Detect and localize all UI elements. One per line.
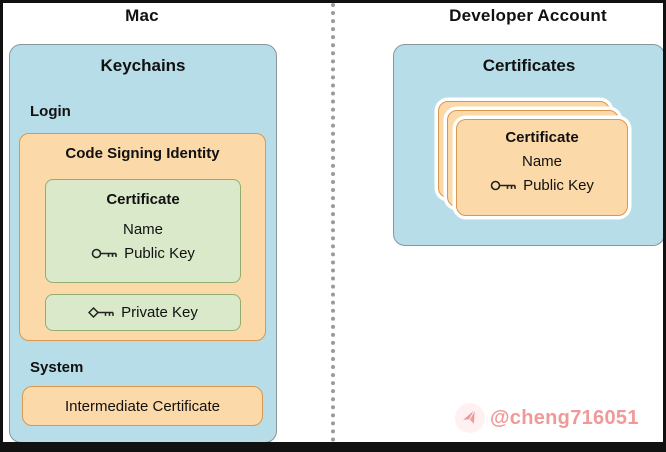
public-key-label: Public Key	[124, 245, 195, 262]
dotted-divider	[331, 3, 335, 442]
certificate-card-front: Certificate Name Public Key	[456, 119, 628, 216]
certificate-title: Certificate	[106, 191, 180, 208]
system-keychain-label: System	[30, 359, 84, 376]
certificates-panel: Certificates Certificate Name Public Key	[393, 44, 663, 246]
code-signing-identity-title: Code Signing Identity	[65, 145, 220, 162]
developer-account-column-title: Developer Account	[449, 6, 607, 25]
mac-column-title: Mac	[125, 6, 159, 25]
certificates-title: Certificates	[482, 56, 576, 75]
private-key-box: Private Key	[45, 294, 241, 331]
public-key-icon	[91, 247, 118, 260]
local-certificate-box: Certificate Name Public Key	[45, 179, 241, 283]
public-key-row: Public Key	[46, 245, 240, 262]
keychains-panel: Keychains Login Code Signing Identity Ce…	[9, 44, 277, 442]
remote-certificate-name: Name	[521, 153, 562, 170]
private-key-label: Private Key	[121, 304, 198, 321]
private-key-icon	[88, 306, 115, 319]
remote-public-key-row: Public Key	[457, 177, 627, 194]
keychains-title: Keychains	[100, 56, 186, 75]
watermark-handle: @cheng716051	[490, 406, 639, 429]
remote-public-key-label: Public Key	[523, 177, 594, 194]
intermediate-certificate-label: Intermediate Certificate	[64, 397, 221, 415]
remote-certificate-title: Certificate	[505, 129, 579, 146]
public-key-icon	[490, 179, 517, 192]
code-signing-identity-box: Code Signing Identity Certificate Name P…	[19, 133, 266, 341]
watermark: @cheng716051	[455, 403, 639, 433]
login-keychain-label: Login	[30, 103, 71, 120]
intermediate-certificate-box: Intermediate Certificate	[22, 386, 263, 426]
certificate-name: Name	[122, 221, 163, 238]
paper-plane-icon	[455, 403, 485, 433]
